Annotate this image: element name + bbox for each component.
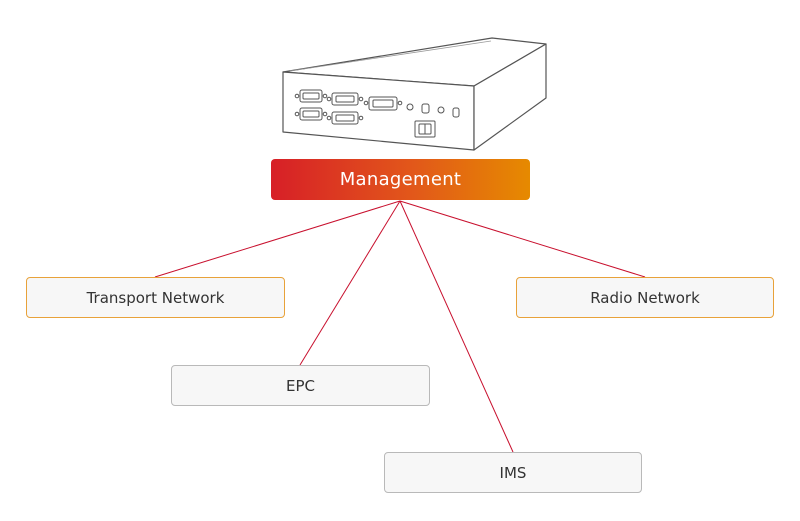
edge-management-ims — [399, 200, 514, 453]
network-appliance-icon — [282, 37, 547, 151]
node-radio-network[interactable]: Radio Network — [516, 277, 774, 318]
management-hub[interactable]: Management — [271, 159, 530, 200]
edge-management-radio — [399, 200, 646, 278]
node-label: IMS — [499, 463, 527, 482]
node-transport-network[interactable]: Transport Network — [26, 277, 285, 318]
management-label: Management — [339, 169, 462, 190]
node-label: EPC — [286, 376, 315, 395]
edge-management-transport — [154, 200, 401, 278]
node-epc[interactable]: EPC — [171, 365, 430, 406]
node-label: Radio Network — [590, 288, 700, 307]
edge-management-epc — [299, 200, 401, 366]
node-label: Transport Network — [86, 288, 225, 307]
node-ims[interactable]: IMS — [384, 452, 642, 493]
